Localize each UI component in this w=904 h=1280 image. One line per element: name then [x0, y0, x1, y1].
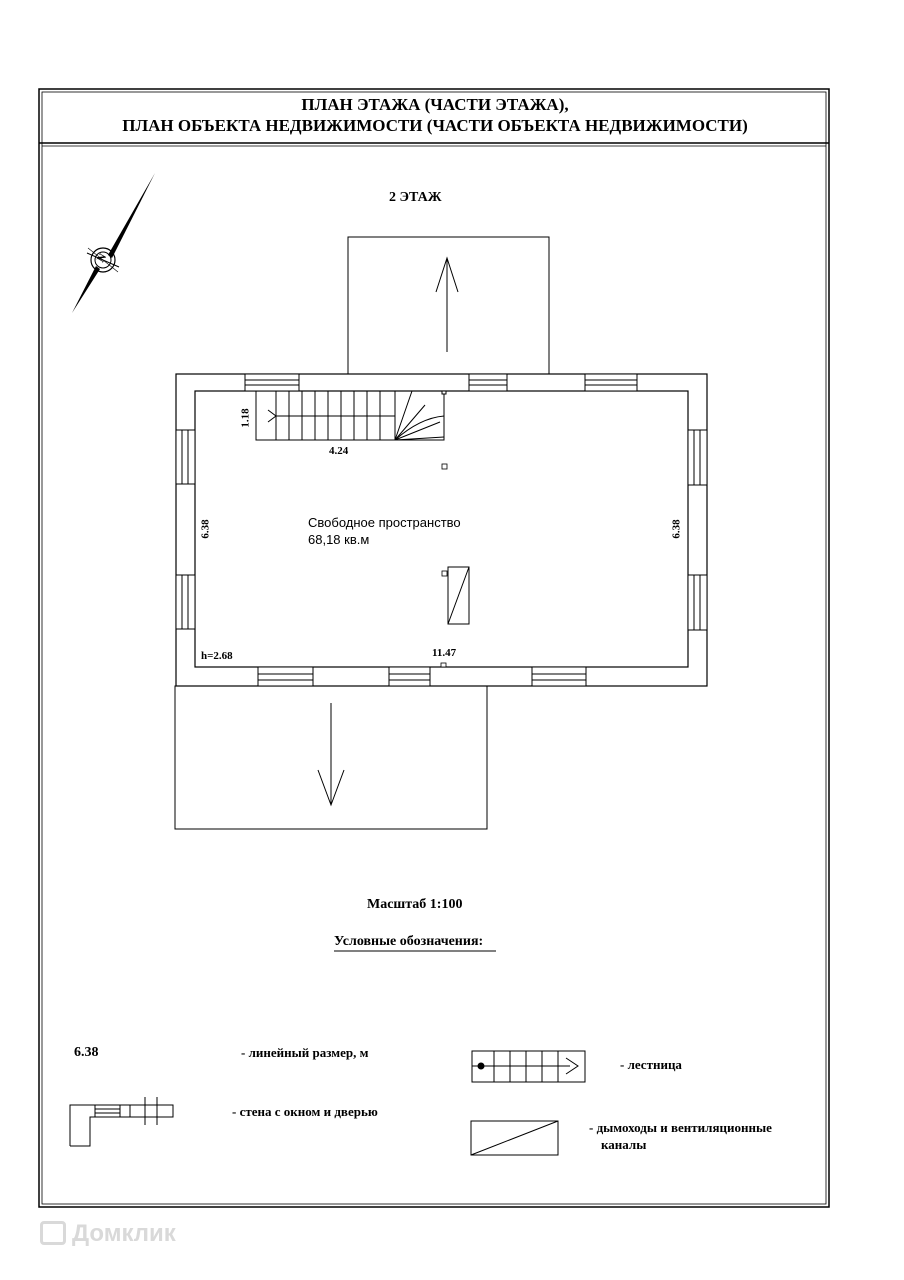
right-windows [687, 429, 708, 631]
dim-right-wall: 6.38 [670, 519, 683, 539]
watermark-house-icon [40, 1221, 66, 1245]
dim-left-wall: 6.38 [199, 519, 212, 539]
compass-icon [72, 173, 155, 313]
legend-title: Условные обозначения: [334, 934, 484, 949]
staircase [255, 390, 447, 441]
room-area: 68,18 кв.м [308, 532, 370, 547]
up-arrow-icon [435, 256, 459, 293]
down-arrow-icon [317, 769, 345, 807]
legend-wall-symbol [69, 1097, 174, 1147]
watermark-text: Домклик [72, 1220, 176, 1247]
outer-frame [38, 88, 830, 1208]
floor-label: 2 ЭТАЖ [389, 190, 442, 205]
legend-vent-symbol [470, 1120, 559, 1156]
dim-stair-length: 4.24 [329, 445, 349, 457]
dim-ceiling-height: h=2.68 [201, 650, 233, 662]
lower-balcony [174, 685, 488, 830]
scale-label: Масштаб 1:100 [367, 897, 463, 912]
ventilation-channel [447, 566, 470, 625]
left-windows [175, 429, 196, 630]
top-windows [244, 373, 638, 392]
watermark-logo: Домклик [40, 1220, 176, 1248]
dim-stair-height: 1.18 [239, 408, 252, 428]
bottom-windows [257, 666, 587, 687]
legend-dimension-sample: 6.38 [74, 1045, 99, 1060]
upper-balcony [347, 236, 550, 375]
title-line-2: ПЛАН ОБЪЕКТА НЕДВИЖИМОСТИ (ЧАСТИ ОБЪЕКТА… [122, 116, 748, 135]
inner-frame [41, 91, 827, 1205]
room-name: Свободное пространство [308, 515, 461, 530]
legend-dimension-text: - линейный размер, м [241, 1045, 369, 1060]
legend-wall-text: - стена с окном и дверью [232, 1104, 378, 1119]
legend-stair-symbol [471, 1050, 586, 1083]
legend-vent-text-2: каналы [601, 1137, 647, 1152]
title-line-1: ПЛАН ЭТАЖА (ЧАСТИ ЭТАЖА), [301, 95, 569, 114]
legend-stair-text: - лестница [620, 1057, 682, 1072]
legend-vent-text-1: - дымоходы и вентиляционные [589, 1120, 772, 1135]
dim-bottom-wall: 11.47 [432, 647, 457, 659]
